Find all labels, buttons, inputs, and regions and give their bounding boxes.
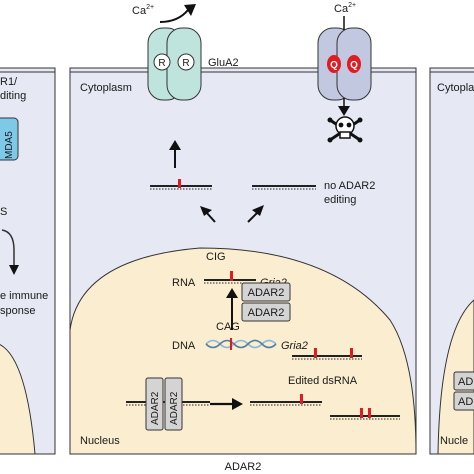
- diag-arrow-right-shaft: [247, 211, 259, 223]
- adar2-box-bottom: [241, 302, 291, 322]
- right-adar-label-a: AD: [458, 376, 473, 388]
- bone-end-1: [327, 117, 333, 123]
- adar2-box-top: [241, 282, 291, 302]
- glua2-label: GluA2: [208, 57, 239, 69]
- left-label-top: R1/: [0, 76, 18, 88]
- bone-end-4: [357, 137, 363, 143]
- mda5-label: MDA5: [4, 131, 15, 159]
- no-adar2-line2: editing: [324, 194, 356, 206]
- left-panel: R1/ diting MDA5 S e immune sponse: [0, 67, 56, 455]
- bone-end-2: [357, 117, 363, 123]
- edit-mark: [178, 179, 181, 188]
- right-adar-box-a: [453, 371, 474, 391]
- ca-right-superscript: 2+: [348, 2, 356, 9]
- bottom-caption: ADAR2: [225, 461, 262, 473]
- nuclear-edit-mark: [230, 271, 233, 281]
- rna-label: RNA: [172, 277, 196, 289]
- r-letter-left: R: [158, 58, 165, 69]
- no-adar2-line1: no ADAR2: [324, 180, 375, 192]
- ca-left-superscript: 2+: [146, 4, 154, 11]
- cag-label: CAG: [216, 321, 240, 333]
- right-nucleus-label: Nucle: [440, 435, 468, 447]
- left-label-editing: diting: [0, 90, 26, 102]
- product-edit-2: [360, 408, 363, 418]
- product-edit-3: [368, 408, 371, 418]
- right-adar-box-b: [453, 391, 474, 411]
- dsrna-edit-1: [314, 348, 317, 358]
- dna-strand-a: [205, 339, 277, 349]
- edited-dsrna-label: Edited dsRNA: [288, 375, 358, 387]
- r-site-left: [153, 53, 171, 71]
- right-panel: Cytopla AD AD Nucle: [429, 67, 474, 455]
- left-immune-1: e immune: [0, 290, 48, 302]
- cig-label: CIG: [206, 251, 226, 263]
- q-letter-right: Q: [350, 60, 358, 71]
- dna-site-mark: [230, 338, 232, 350]
- right-cytoplasm-label: Cytopla: [437, 82, 474, 94]
- adar2-vertical-label-a: ADAR2: [150, 391, 161, 425]
- glua2-r-channel: R R: [147, 27, 202, 101]
- r-site-right: [177, 53, 195, 71]
- adar2-vertical-b: [164, 377, 183, 431]
- center-panel: Cytoplasm R R GluA2 Ca2+ Q Q Ca2+: [69, 2, 417, 455]
- ca-left-arrow-shaft: [159, 9, 189, 23]
- mda5-shape: [0, 117, 19, 161]
- skull-eye-right: [346, 122, 352, 128]
- diag-arrow-right-head: [252, 205, 264, 216]
- q-letter-left: Q: [330, 60, 338, 71]
- bone-end-3: [327, 137, 333, 143]
- unedited-rna-cytoplasm: [252, 185, 316, 190]
- ca-right-text: Ca: [334, 3, 349, 15]
- q-site-left: [327, 55, 341, 73]
- ca-left-text: Ca: [132, 5, 147, 17]
- product-edit-1: [300, 394, 303, 404]
- skull-crossbones-icon: [327, 116, 363, 143]
- dna-label: DNA: [172, 340, 196, 352]
- diag-arrow-left-head: [200, 206, 212, 216]
- ca-right-arrowhead: [338, 106, 350, 116]
- left-curve-arrow: [1, 229, 15, 268]
- ca-left-arrowhead: [184, 4, 196, 16]
- dsrna-edit-2: [350, 348, 353, 358]
- edited-rna-cytoplasm: [150, 179, 212, 190]
- nucleus-label: Nucleus: [80, 435, 120, 447]
- transcription-arrow-head: [226, 288, 238, 298]
- ca-right: Ca2+: [334, 2, 356, 15]
- skull-eye-left: [338, 122, 344, 128]
- glua2-q-channel: Q Q: [317, 27, 372, 101]
- gria2-dna-label: Gria2: [281, 340, 308, 352]
- editing-arrow-head: [232, 398, 243, 410]
- skull-jaw: [339, 131, 351, 139]
- adar2-label-bottom: ADAR2: [248, 307, 285, 319]
- ca-left: Ca2+: [132, 4, 154, 17]
- left-immune-2: sponse: [0, 305, 35, 317]
- right-adar-label-b: AD: [458, 396, 473, 408]
- left-arrowhead: [9, 265, 19, 275]
- left-nucleus: [0, 344, 36, 455]
- adar2-vertical-a: [145, 377, 164, 431]
- cytoplasm-label: Cytoplasm: [80, 82, 132, 94]
- up-arrow-head: [169, 140, 181, 150]
- diag-arrow-left-shaft: [205, 211, 216, 223]
- adar2-label-top: ADAR2: [248, 287, 285, 299]
- adar2-vertical-label-b: ADAR2: [169, 391, 180, 425]
- dna-strand-b: [205, 339, 277, 349]
- q-site-right: [347, 55, 361, 73]
- left-s-letter: S: [0, 206, 7, 218]
- r-letter-right: R: [182, 58, 189, 69]
